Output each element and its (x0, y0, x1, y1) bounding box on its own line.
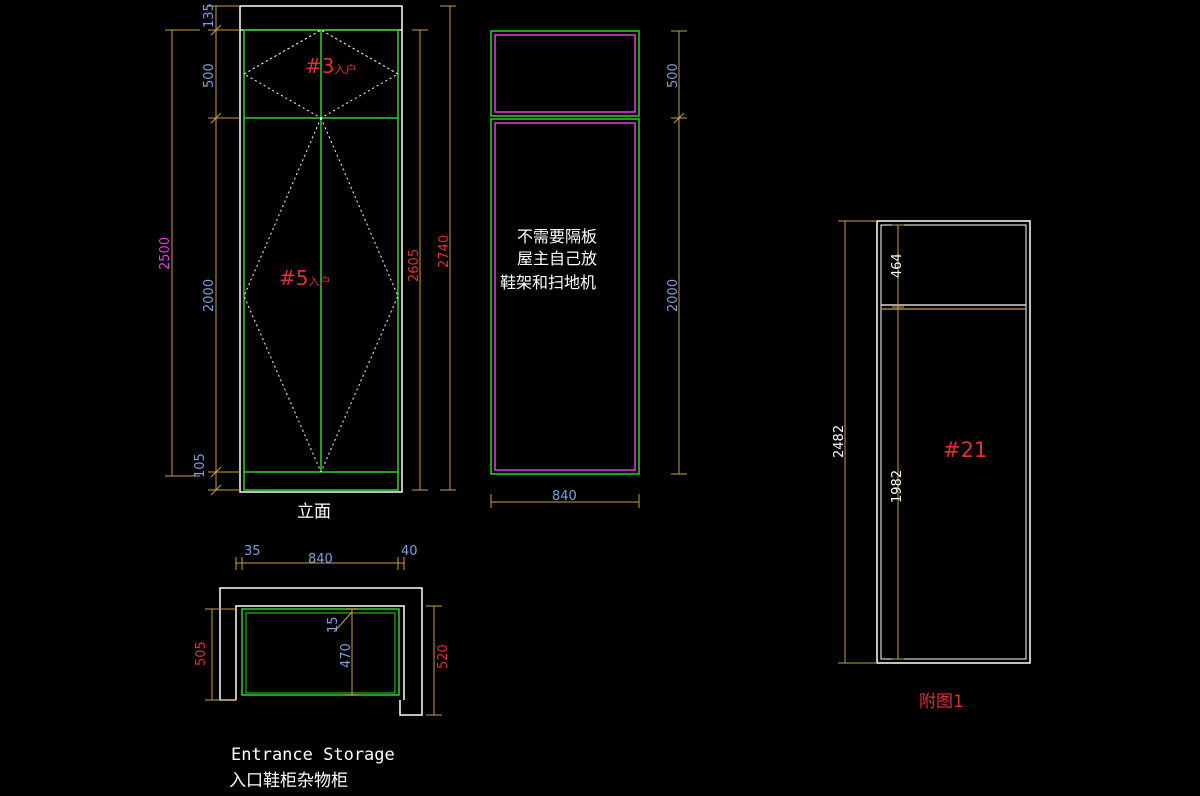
plan-dim-15: 15 (326, 616, 341, 633)
interior-dim-2000: 2000 (666, 279, 681, 312)
dim-500-left: 500 (202, 63, 217, 88)
plan-dim-470: 470 (339, 643, 354, 668)
figure-caption: 附图1 (919, 692, 964, 712)
interior-lower-magenta (494, 122, 636, 471)
plan-dim-lines (205, 557, 442, 716)
dim-105: 105 (193, 453, 208, 478)
plan-dim-520: 520 (436, 644, 451, 669)
figure-dim-lines (838, 220, 904, 664)
dim-2500: 2500 (158, 237, 173, 270)
plan-dim-40: 40 (401, 544, 418, 559)
plan-title-cn: 入口鞋柜杂物柜 (229, 771, 348, 791)
figure-dim-1982: 1982 (890, 470, 905, 503)
dim-135: 135 (202, 3, 217, 28)
elevation-view: #3入户 #5入户 立面 135 500 2000 105 2500 (158, 3, 456, 522)
figure-inner-frame (880, 224, 1027, 660)
dim-2605: 2605 (407, 249, 422, 282)
interior-note-line2: 屋主自己放 (517, 249, 597, 268)
door-label-5: #5入户 (279, 266, 330, 290)
figure-label-21: #21 (943, 438, 987, 462)
plan-dim-840: 840 (308, 552, 333, 567)
interior-dim-840: 840 (552, 489, 577, 504)
plan-dim-505: 505 (194, 641, 209, 666)
interior-lower-green (490, 118, 640, 475)
lower-door-swing-right (320, 117, 399, 473)
plan-green-box (241, 608, 400, 696)
plan-dim-35: 35 (244, 544, 261, 559)
plan-title-en: Entrance Storage (231, 745, 395, 765)
interior-upper-magenta (494, 34, 636, 113)
plan-green-inner (245, 612, 396, 694)
figure-outer-frame (876, 220, 1031, 664)
elevation-outer-frame (239, 5, 403, 493)
interior-note-line1: 不需要隔板 (517, 227, 597, 246)
interior-dim-500: 500 (666, 63, 681, 88)
dim-2740: 2740 (437, 235, 452, 268)
elevation-right-dim-chain (412, 5, 456, 491)
door-label-3: #3入户 (305, 54, 356, 78)
upper-door-swing-left (242, 29, 322, 119)
interior-dim-lines (490, 30, 687, 508)
dim-2000-left: 2000 (202, 279, 217, 312)
figure-dim-2482: 2482 (832, 425, 847, 458)
plan-outer-outline (219, 587, 423, 716)
interior-note-line3: 鞋架和扫地机 (500, 273, 596, 292)
door-label-5-sub: 入户 (308, 274, 330, 288)
upper-door-swing-right (320, 29, 400, 119)
interior-view: 不需要隔板 屋主自己放 鞋架和扫地机 500 2000 840 (490, 30, 687, 508)
elevation-caption: 立面 (297, 502, 331, 522)
figure-1-view: 2482 464 1982 #21 附图1 (832, 220, 1031, 712)
door-label-3-sub: 入户 (334, 62, 356, 76)
interior-upper-green (490, 30, 640, 117)
lower-door-swing-left (243, 117, 322, 473)
elevation-left-dim-chain (165, 5, 240, 496)
plan-inner-outline (235, 605, 405, 700)
plan-view: 35 840 40 15 470 505 520 Entrance Storag… (194, 544, 451, 791)
figure-dim-464: 464 (890, 253, 905, 278)
